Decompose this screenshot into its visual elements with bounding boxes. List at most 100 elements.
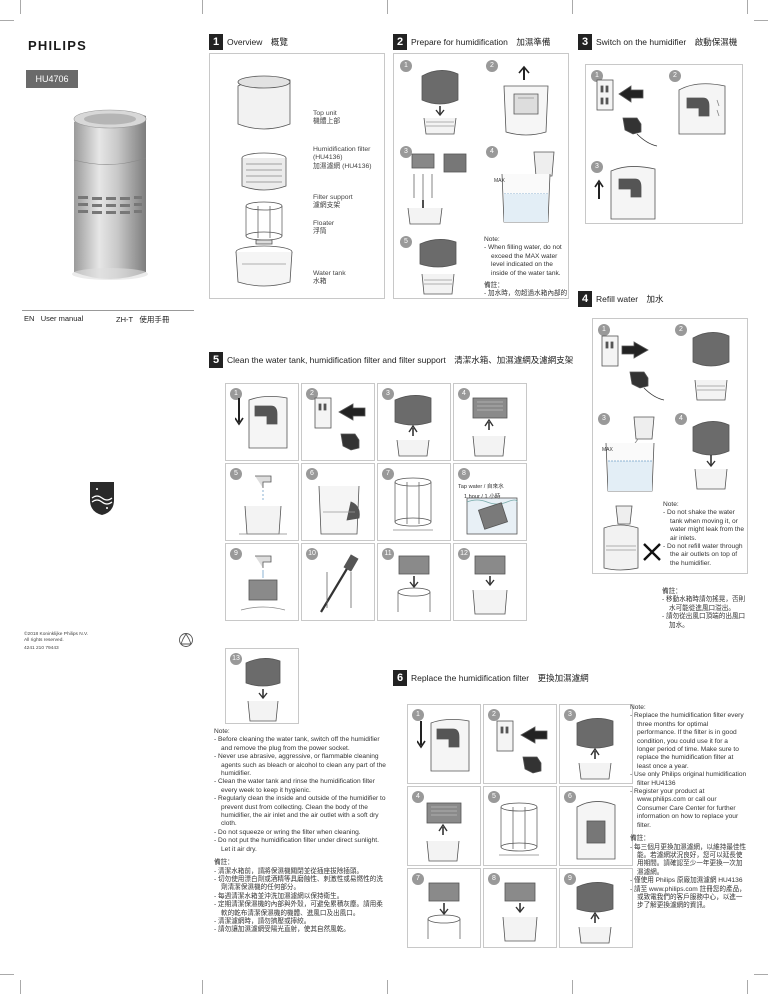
part-label-zh: 浮筒	[313, 228, 327, 236]
soak-water-label: Tap water / 自來水	[458, 484, 504, 490]
replace-step-5: 5	[483, 786, 557, 866]
step-badge: 3	[564, 709, 576, 721]
section-number: 1	[209, 34, 223, 50]
clean-step-12: 12	[453, 543, 527, 621]
replace-step-4: 4	[407, 786, 481, 866]
step-badge: 3	[382, 388, 394, 400]
note-item-zh: 請勿從出風口頂端的出風口加水。	[662, 613, 746, 630]
part-label-zh: 加濕濾網 (HU4136)	[313, 162, 372, 170]
crop-mark	[202, 0, 203, 14]
refill-note: Note: Do not shake the water tank when m…	[663, 501, 747, 568]
refill-step-1: 1	[594, 320, 670, 408]
step-badge: 4	[412, 791, 424, 803]
section-title-replace: Replace the humidification filter 更換加濕濾網	[411, 673, 589, 683]
crop-mark	[0, 974, 14, 975]
prepare-step-3: 3	[396, 142, 480, 230]
brand-logo: PHILIPS	[28, 38, 87, 53]
replace-step-3: 3	[559, 704, 633, 784]
step-badge: 2	[486, 60, 498, 72]
note-item-zh: 定期清潔保濕機的內部與外殼，可避免累積灰塵。請用柔軟的乾布清潔保濕機的機體、進風…	[214, 901, 386, 918]
clean-note: Note: Before cleaning the water tank, sw…	[214, 728, 386, 935]
lang-code: ZH-T	[116, 315, 134, 324]
section-number: 2	[393, 34, 407, 50]
note-item-zh: 每週清潔水箱並沖洗加濕濾網以保持衛生。	[214, 893, 386, 901]
switch-step-2: 2	[665, 66, 742, 156]
part-water-tank: Water tank 水箱	[313, 270, 346, 287]
clean-step-1: 1	[225, 383, 299, 461]
note-title-zh: 備註：	[214, 859, 234, 867]
step-badge: 4	[486, 146, 498, 158]
clean-step-illustration	[320, 554, 359, 613]
part-top-unit: Top unit 機體上部	[313, 110, 340, 127]
clean-step-illustration	[472, 397, 508, 457]
lang-en: EN User manual	[24, 314, 83, 323]
step-badge: 1	[400, 60, 412, 72]
clean-step-13: 13	[225, 648, 299, 724]
step-badge: 13	[230, 653, 242, 665]
replace-step-2: 2	[483, 704, 557, 784]
overview-panel: Top unit 機體上部 Humidification filter (HU4…	[209, 53, 385, 299]
part-floater: Floater 浮筒	[313, 220, 334, 237]
replace-step-7: 7	[407, 868, 481, 948]
refill-step-4: 4	[671, 409, 747, 497]
crop-mark	[754, 974, 768, 975]
step-badge: 1	[230, 388, 242, 400]
crop-mark	[572, 980, 573, 994]
refill-note-zh: 備註： 移動水箱時請勿搖晃，否則水可能從進風口溢出。 請勿從出風口頂端的出風口加…	[662, 588, 746, 630]
part-label-en: Top unit	[313, 110, 337, 117]
replace-step-illustration	[427, 882, 461, 939]
clean-step-9: 9	[225, 543, 299, 621]
product-photo	[60, 100, 160, 290]
exploded-view-illustration	[235, 75, 293, 287]
section-number: 5	[209, 352, 223, 368]
step-badge: 9	[564, 873, 576, 885]
step-badge: 4	[675, 413, 687, 425]
crop-mark	[747, 980, 748, 994]
soak-time-label: 1 hour / 1 小時	[464, 494, 501, 500]
crop-mark	[754, 20, 768, 21]
refill-panel: 1 2 3 MAX 4 N	[592, 318, 748, 574]
step-badge: 3	[598, 413, 610, 425]
clean-step-illustration	[318, 485, 360, 535]
crop-mark	[387, 980, 388, 994]
section-number: 3	[578, 34, 592, 50]
lang-label: User manual	[40, 314, 84, 323]
doc-number: 4241 210 79443	[24, 646, 59, 651]
step-badge: 2	[488, 709, 500, 721]
replace-step-illustration	[426, 802, 462, 862]
crop-mark	[0, 20, 14, 21]
clean-step-3: 3	[377, 383, 451, 461]
step-badge: 5	[230, 468, 242, 480]
note-item-zh: 請至 www.philips.com 註冊您的產品，或致電我們的客戶服務中心，以…	[630, 886, 748, 911]
step-badge: 7	[412, 873, 424, 885]
clean-step-4: 4	[453, 383, 527, 461]
section-number: 6	[393, 670, 407, 686]
part-label-en: Water tank	[313, 270, 346, 277]
note-title: Note:	[630, 704, 646, 711]
section-title-switch-on: Switch on the humidifier 啟動保濕機	[596, 37, 738, 47]
clean-step-2: 2	[301, 383, 375, 461]
clean-step-illustration	[235, 396, 288, 449]
step-badge: 10	[306, 548, 318, 560]
note-item: Regularly clean the inside and outside o…	[214, 795, 386, 829]
part-label-zh: 濾網支架	[313, 202, 341, 210]
note-item: When filling water, do not exceed the MA…	[484, 244, 568, 278]
section-title-prepare: Prepare for humidification 加濕準備	[411, 37, 551, 47]
part-filter-support: Filter support 濾網支架	[313, 194, 353, 211]
note-item: Do not squeeze or wring the filter when …	[214, 829, 386, 837]
replace-step-illustration	[499, 802, 539, 856]
clean-step-illustration	[239, 475, 287, 535]
crop-mark	[202, 980, 203, 994]
part-label-en: Filter support	[313, 194, 353, 201]
prepare-note: Note: When filling water, do not exceed …	[484, 236, 568, 298]
step-badge: 3	[591, 161, 603, 173]
step-badge: 1	[412, 709, 424, 721]
note-item-zh: 切勿使用漂白劑或酒精等具磨蝕性、刺激性或易燃性的洗劑清潔保濕機的任何部分。	[214, 876, 386, 893]
note-item-zh: 僅使用 Philips 原廠加濕濾網 HU4136	[630, 877, 748, 885]
replace-note: Note: Replace the humidification filter …	[630, 704, 748, 911]
part-label-en: Humidification filter (HU4136)	[313, 146, 371, 162]
lang-code: EN	[24, 314, 35, 323]
note-item: Replace the humidification filter every …	[630, 712, 748, 771]
replace-step-8: 8	[483, 868, 557, 948]
part-label-en: Floater	[313, 220, 335, 227]
